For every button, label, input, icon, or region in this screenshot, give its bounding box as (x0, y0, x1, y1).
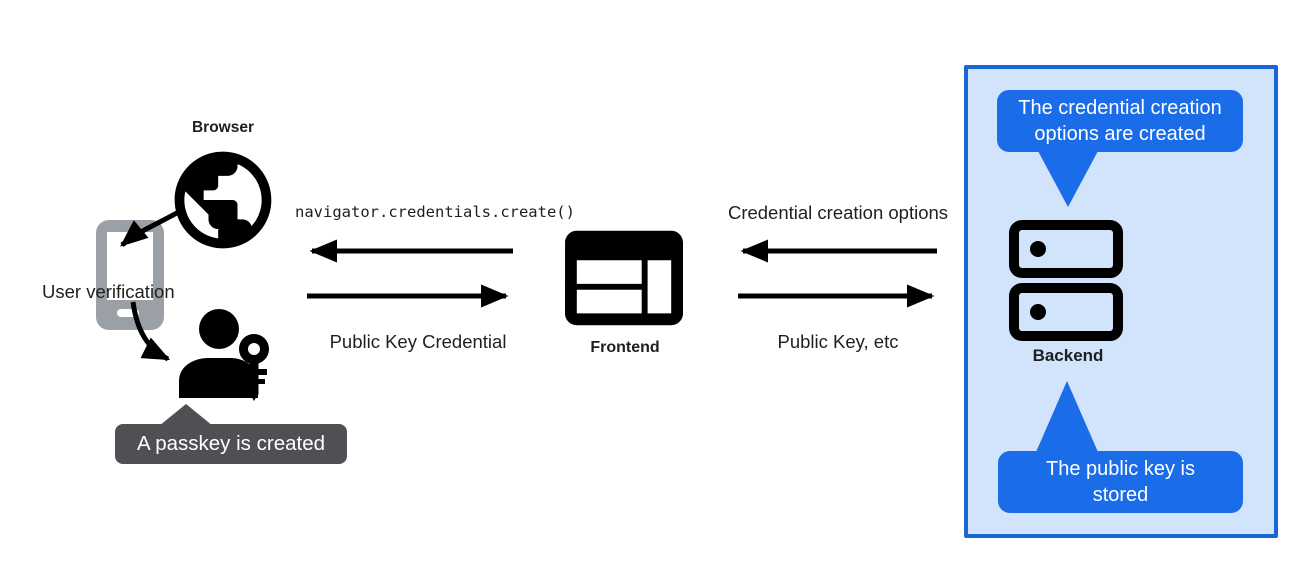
passkey-callout-tail (159, 404, 213, 426)
frontend-node-label: Frontend (590, 339, 660, 356)
server-stack-icon (1009, 220, 1123, 341)
user-with-key-icon (179, 309, 269, 401)
backend-node-label: Backend (1032, 346, 1104, 365)
backend-callout-options-text: The credential creation options are crea… (1018, 97, 1222, 145)
globe-icon-shape (174, 151, 272, 249)
public-key-etc-label: Public Key, etc (777, 331, 899, 352)
server-top-led (1030, 241, 1046, 257)
browser-window-shape (565, 230, 683, 326)
server-unit-top (1009, 220, 1123, 278)
server-bottom-led (1030, 304, 1046, 320)
user-head (199, 309, 239, 349)
passkey-created-text: A passkey is created (136, 432, 325, 455)
credential-creation-options-label: Credential creation options (727, 202, 949, 223)
backend-callout-top-tail (1038, 151, 1098, 207)
user-verification-label: User verification (42, 281, 175, 302)
create-call-label: navigator.credentials.create() (295, 203, 575, 221)
passkey-created-callout: A passkey is created (115, 424, 347, 464)
server-unit-bottom (1009, 283, 1123, 341)
smartphone-icon (96, 220, 164, 330)
backend-callout-key-text: The public key is stored (1046, 458, 1195, 506)
browser-node-label: Browser (191, 119, 255, 136)
public-key-credential-label: Public Key Credential (329, 331, 507, 352)
globe-icon (174, 151, 272, 249)
backend-callout-options-created: The credential creation options are crea… (997, 90, 1243, 152)
smartphone-home-slot (117, 309, 139, 317)
backend-callout-bottom-tail (1036, 381, 1098, 452)
browser-window-icon (565, 230, 683, 326)
key-icon (239, 334, 269, 401)
user-body (179, 358, 258, 398)
backend-callout-key-stored: The public key is stored (998, 451, 1243, 513)
